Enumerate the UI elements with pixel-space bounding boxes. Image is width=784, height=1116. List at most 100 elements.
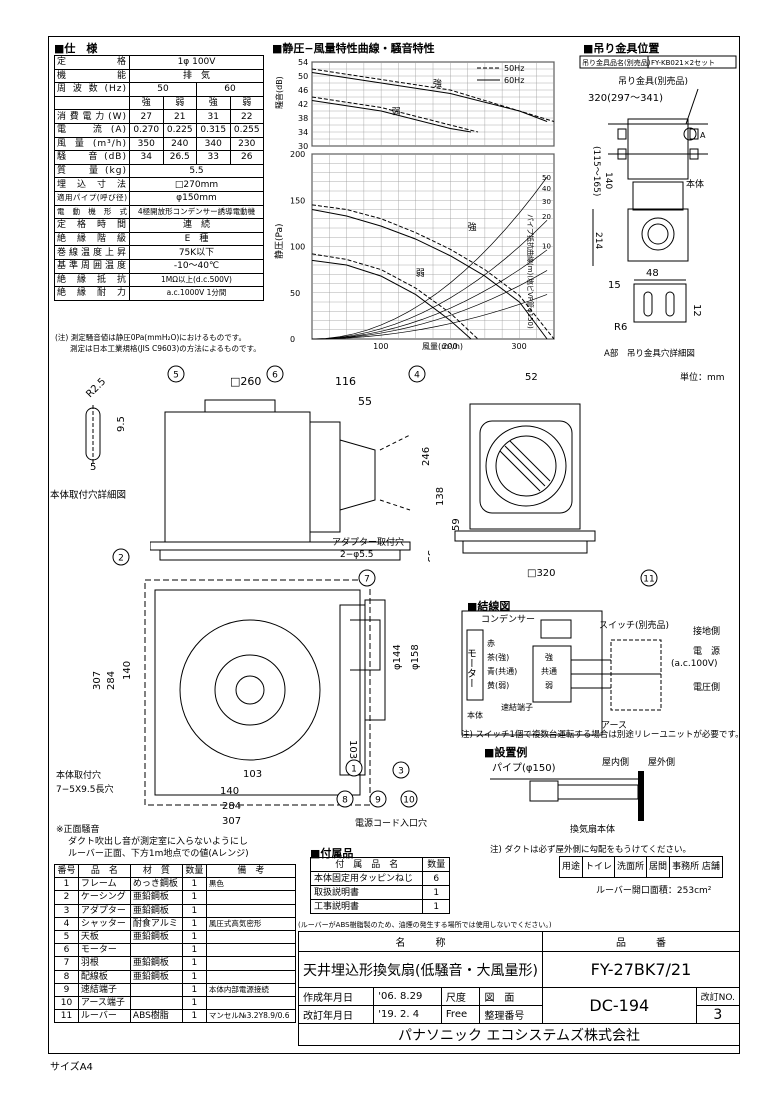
hanger-body-label: 本体 — [686, 178, 704, 190]
parts-cell: アース端子 — [77, 995, 131, 1011]
hanger-dim-48: 48 — [646, 268, 659, 279]
parts-cell: 耐食アルミ — [129, 916, 183, 931]
parts-cell: 1 — [181, 903, 207, 918]
noise-strong-label: 強 — [433, 78, 442, 90]
spec-value: 26.5 — [162, 150, 197, 165]
wiring-red: 赤 — [487, 639, 495, 648]
spec-value: 230 — [229, 136, 264, 152]
spec-value: 4極開放形コンデンサー誘導電動機 — [129, 204, 264, 220]
acc-header: 数量 — [422, 857, 450, 872]
parts-cell: マンセル№3.2Y8.9/0.6 — [205, 1009, 297, 1024]
parts-cell: モーター — [77, 943, 131, 958]
wiring-brown: 茶(強) — [487, 652, 509, 662]
noise-series-line — [311, 72, 548, 122]
tb-name-head: 名 称 — [298, 931, 543, 952]
spec-label: 電 流(A) — [54, 122, 130, 138]
spec-label: 定 格 — [54, 55, 130, 70]
pipe-resistance-curve — [311, 270, 548, 340]
parts-cell — [205, 956, 297, 971]
spec-note-2: 測定は日本工業規格(JIS C9603)の方法によるものです。 — [70, 344, 261, 353]
hanger-detail-caption: A部 吊り金具穴詳細図 — [604, 348, 695, 359]
noise-series-line — [311, 100, 472, 133]
pipe-tick-label: 40 — [542, 185, 551, 193]
legend-50-label: 50Hz — [504, 64, 524, 73]
wiring-earth-side: 接地側 — [693, 625, 720, 637]
tb-number: FY-27BK7/21 — [541, 951, 741, 988]
noise-ylabel: 騒音(dB) — [274, 76, 284, 109]
parts-cell — [205, 903, 297, 918]
spec-title: ■仕 様 — [54, 42, 98, 55]
front-d55b: 55 — [425, 550, 430, 563]
wiring-yellow: 黄(弱) — [487, 680, 509, 690]
spec-value: -10〜40℃ — [129, 258, 264, 274]
wiring-earth: アース — [601, 721, 627, 731]
acc-cell: 本体固定用タッピンねじ — [309, 871, 424, 886]
chart-title: ■静圧−風量特性曲線・騒音特性 — [272, 42, 435, 55]
hole-d95: 9.5 — [116, 416, 127, 432]
front-d116: 116 — [335, 375, 356, 388]
wiring-weak: 弱 — [545, 681, 553, 690]
plan-d158: φ158 — [410, 644, 421, 670]
spec-value: 連 続 — [129, 218, 264, 233]
parts-cell: ルーバー — [77, 1009, 131, 1024]
spec-value: 340 — [196, 136, 231, 152]
wiring-voltage-side: 電圧側 — [693, 681, 720, 693]
plan-d284: 284 — [106, 671, 117, 690]
parts-header: 番号 — [54, 863, 79, 879]
pressure-tick-label: 100 — [290, 243, 305, 252]
noise-series-line — [311, 96, 479, 133]
tb-drawing-label-2: 整理番号 — [479, 1005, 543, 1024]
spec-value: 21 — [162, 109, 197, 124]
parts-cell: 羽根 — [77, 956, 131, 971]
spec-value: 0.315 — [196, 122, 231, 138]
parts-cell: 亜鉛鋼板 — [129, 956, 183, 971]
plan-d144: φ144 — [392, 644, 403, 670]
usage-cell: 事務所 店舗 — [669, 856, 723, 878]
parts-cell — [205, 995, 297, 1011]
spec-value: 強 — [129, 95, 164, 111]
parts-cell: 1 — [181, 929, 207, 945]
spec-value: 60 — [196, 82, 264, 97]
spec-row: 定 格 時 間連 続 — [54, 218, 264, 233]
spec-label: 風量(m³/h) — [54, 136, 130, 152]
spec-label: 消費電力(W) — [54, 109, 130, 124]
parts-cell: 亜鉛鋼板 — [129, 969, 183, 984]
spec-label: 絶 縁 階 級 — [54, 231, 130, 247]
acc-cell: 1 — [422, 885, 450, 900]
parts-cell: めっき鋼板 — [129, 877, 183, 892]
noise-note-1: ダクト吹出し音が測定室に入らないようにし — [68, 837, 248, 847]
tb-scale-label: 尺度 — [440, 987, 481, 1006]
parts-cell: ABS樹脂 — [129, 1009, 183, 1024]
parts-cell: アダプター — [77, 903, 131, 918]
usage-cell: 居間 — [646, 856, 671, 878]
parts-header: 数量 — [181, 863, 207, 879]
spec-row: 機 能排 気 — [54, 68, 264, 84]
side-d52: 52 — [525, 372, 538, 383]
tb-name: 天井埋込形換気扇(低騒音・大風量形) — [298, 951, 543, 988]
side-d138: 138 — [435, 487, 446, 506]
parts-cell — [129, 995, 183, 1011]
spec-value: 0.255 — [229, 122, 264, 138]
spec-value: 26 — [229, 150, 264, 165]
noise-note-title: ※正面騒音 — [56, 825, 100, 835]
usage-table: 用途トイレ洗面所居間事務所 店舗 — [558, 856, 723, 878]
spec-label: 埋 込 寸 法 — [54, 177, 130, 192]
acc-title: ■付属品 — [310, 847, 354, 860]
plan-h284: 284 — [222, 801, 241, 812]
usage-opening: ルーバー開口面積：253cm² — [596, 886, 712, 896]
spec-row: 強弱強弱 — [54, 95, 264, 111]
tb-scale: Free — [440, 1005, 481, 1024]
pipe-resistance-curve — [311, 294, 548, 340]
install-indoor: 屋内側 — [602, 757, 629, 768]
